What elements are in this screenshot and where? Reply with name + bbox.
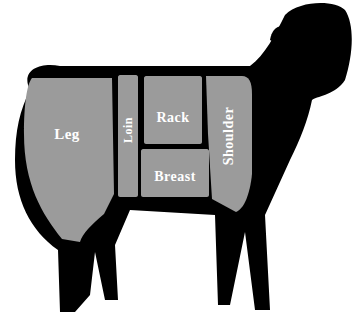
cut-shape bbox=[206, 76, 252, 212]
lamb-ear bbox=[270, 26, 292, 41]
cut-region: Shoulder bbox=[204, 74, 254, 214]
cut-region: Leg bbox=[22, 74, 115, 244]
cut-region: Rack bbox=[144, 76, 202, 144]
cut-shape bbox=[118, 75, 138, 197]
cut-shape bbox=[141, 149, 209, 197]
cut-shape bbox=[24, 78, 114, 242]
cut-label: Rack bbox=[156, 111, 189, 125]
cut-region: Loin bbox=[118, 75, 138, 197]
cut-label: Breast bbox=[154, 170, 196, 184]
cut-region: Breast bbox=[141, 149, 209, 197]
cut-label: Shoulder bbox=[222, 107, 236, 165]
cut-label: Loin bbox=[122, 117, 134, 143]
cut-outline bbox=[144, 76, 202, 144]
cut-label: Leg bbox=[54, 127, 80, 142]
cut-outline bbox=[22, 74, 115, 244]
lamb-body bbox=[15, 3, 352, 312]
cut-shape bbox=[144, 76, 202, 144]
